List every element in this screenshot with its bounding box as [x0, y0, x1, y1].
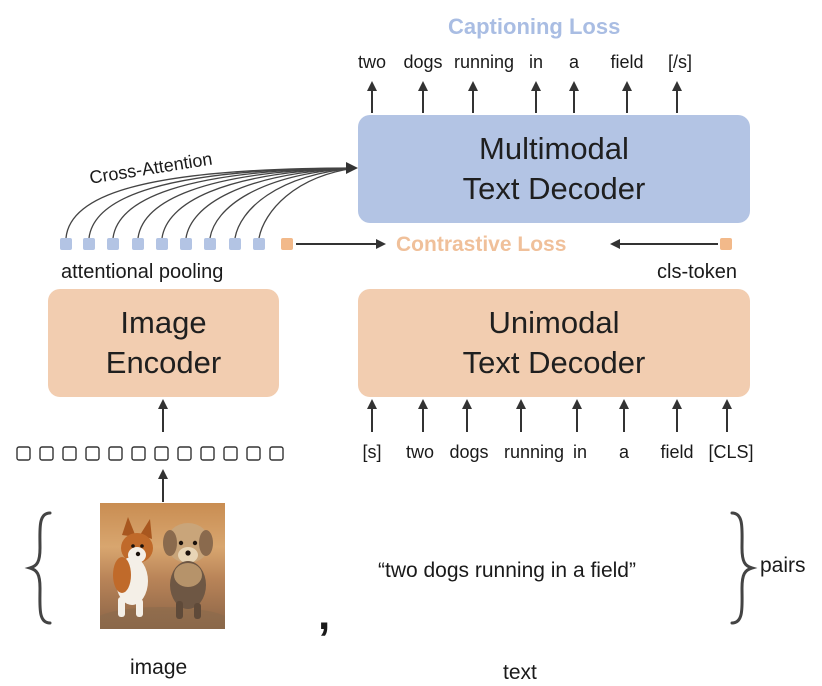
input-token: running [503, 442, 565, 462]
patch [85, 446, 100, 461]
text-cls-square [720, 238, 732, 250]
input-token: two [405, 442, 435, 462]
input-token: a [618, 442, 630, 462]
contrastive-loss-label: Contrastive Loss [396, 233, 567, 256]
caption-text: “two dogs running in a field” [378, 559, 636, 582]
patch [246, 446, 261, 461]
image-encoder-line1: Image [120, 305, 207, 340]
text-label: text [503, 661, 537, 684]
cross-attention-curve [258, 167, 357, 239]
image-label: image [130, 656, 188, 679]
patch [16, 446, 31, 461]
output-token: a [568, 52, 580, 72]
dogs-photo [100, 503, 225, 629]
input-token: [s] [362, 442, 382, 462]
pool-token [107, 238, 119, 250]
image-patches [16, 446, 284, 461]
pairs-label: pairs [760, 554, 806, 577]
cross-attention-curves [65, 167, 357, 239]
yorkie-shape [163, 523, 213, 619]
cross-attention-curve [88, 167, 357, 239]
pool-token [156, 238, 168, 250]
captioning-loss-label: Captioning Loss [448, 14, 621, 39]
output-arrows [367, 81, 682, 113]
output-token: running [453, 52, 515, 72]
patch [131, 446, 146, 461]
multimodal-line2: Text Decoder [462, 171, 646, 206]
patch [108, 446, 123, 461]
patch [200, 446, 215, 461]
input-token: dogs [449, 442, 489, 462]
cross-attention-curve [161, 167, 357, 239]
cross-attention-curve [209, 167, 357, 239]
input-token: field [660, 442, 694, 462]
output-token: two [357, 52, 387, 72]
cross-attention-curve [185, 167, 357, 239]
pool-token [132, 238, 144, 250]
image-encoder-line2: Encoder [105, 345, 222, 380]
cross-attention-curve [234, 167, 357, 239]
patch [154, 446, 169, 461]
output-token: in [528, 52, 544, 72]
right-brace [730, 511, 758, 625]
cross-attention-curve [112, 167, 357, 239]
unimodal-line2: Text Decoder [462, 345, 646, 380]
multimodal-line1: Multimodal [479, 131, 629, 166]
pool-token [253, 238, 265, 250]
output-token: field [610, 52, 644, 72]
patch [177, 446, 192, 461]
output-token: dogs [403, 52, 443, 72]
patch [223, 446, 238, 461]
unimodal-line1: Unimodal [488, 305, 620, 340]
image-cls-square [281, 238, 293, 250]
pooling-tokens [60, 238, 265, 250]
unimodal-text-decoder: Unimodal Text Decoder [358, 289, 750, 397]
left-brace [24, 511, 52, 625]
input-arrows [367, 399, 732, 432]
patch [39, 446, 54, 461]
corgi-shape [113, 517, 153, 617]
dogs-illustration [100, 517, 225, 629]
multimodal-text-decoder: Multimodal Text Decoder [358, 115, 750, 223]
pair-comma: , [318, 590, 331, 639]
pool-token [180, 238, 192, 250]
pool-token [83, 238, 95, 250]
attentional-pooling-label: attentional pooling [61, 261, 224, 283]
cross-attention-curve [65, 167, 357, 239]
cls-token-label: cls-token [657, 261, 738, 283]
pool-token [60, 238, 72, 250]
image-encoder: Image Encoder [48, 289, 279, 397]
cross-attention-curve [137, 167, 357, 239]
input-token: in [572, 442, 588, 462]
pool-token [229, 238, 241, 250]
patch [269, 446, 284, 461]
pool-token [204, 238, 216, 250]
cross-attention-arrowhead [346, 162, 358, 174]
input-token: [CLS] [708, 442, 754, 462]
output-token: [/s] [667, 52, 693, 72]
patch [62, 446, 77, 461]
